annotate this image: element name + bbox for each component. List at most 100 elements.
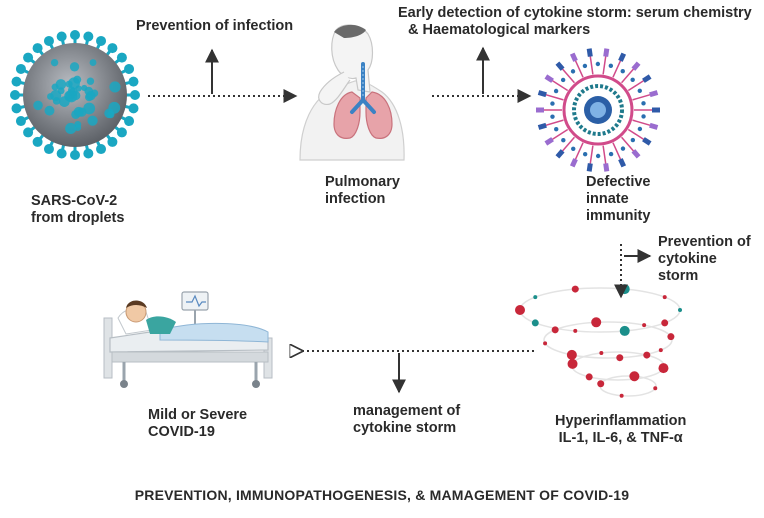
virus-surface-protein [33, 100, 43, 111]
virus-surface-protein [86, 90, 96, 101]
receptor-bead [620, 69, 625, 74]
label-prevention-of-storm-line-1: Prevention of [658, 234, 751, 250]
cytokine-particle [531, 319, 539, 327]
receptor [618, 158, 627, 168]
cytokine-particle [551, 326, 559, 334]
receptor-bead [554, 127, 559, 132]
receptor-bead [630, 77, 635, 82]
label-management-line-2: cytokine storm [353, 420, 457, 436]
receptor-bead [560, 77, 566, 83]
patient-bed-illustration [103, 291, 273, 388]
virus-spike-head [83, 148, 94, 159]
receptor-bead [550, 101, 555, 106]
virus-spike-head [83, 31, 94, 42]
virus-surface-protein [65, 122, 77, 135]
receptor [569, 158, 578, 168]
cytokine-particles [515, 284, 682, 398]
cytokine-particle [667, 333, 675, 341]
virus-spike-head [70, 30, 80, 40]
label-pulmonary-line-1: Pulmonary [325, 174, 400, 190]
cytokine-particle [661, 319, 669, 327]
label-early-detection: Early detection of cytokine storm: serum… [398, 5, 752, 39]
virus-surface-protein [44, 105, 55, 116]
virus-spike-head [23, 127, 34, 138]
pulmonary-illustration [299, 24, 405, 161]
receptor-bead [641, 114, 646, 119]
virus-spike-head [124, 63, 135, 74]
virus-spike-head [128, 76, 139, 87]
cytokine-particle [591, 317, 602, 328]
label-virus-line-1: SARS-CoV-2 [31, 193, 118, 209]
label-immunity-line-1: Defective [586, 174, 651, 190]
virus-spike-head [70, 150, 80, 160]
cytokine-particle [629, 371, 640, 382]
virus-spike-head [56, 148, 67, 159]
label-prevention-of-storm-line-2: cytokine [658, 251, 717, 267]
receptor [652, 107, 660, 113]
receptor-bead [550, 114, 555, 119]
receptor-bead [561, 138, 566, 143]
receptor [618, 52, 627, 62]
virus-surface-protein [50, 58, 59, 67]
virus-spike-head [15, 116, 26, 127]
label-hyperinflammation-line-2: IL-1, IL-6, & TNF-α [558, 430, 683, 446]
label-hyperinflammation-line-1: Hyperinflammation [555, 413, 687, 429]
receptor-bead [608, 63, 614, 69]
cytokine-particle [616, 354, 624, 362]
virus-spike-head [43, 144, 54, 155]
virus-spike-head [116, 127, 127, 138]
virus-surface-protein [89, 59, 97, 67]
virus-spike-head [11, 103, 22, 114]
cytokine-particle [643, 351, 651, 359]
virus-surface-protein [69, 62, 80, 72]
virus-spike-head [124, 116, 135, 127]
virus-spike-head [107, 43, 118, 54]
figure-title: PREVENTION, IMMUNOPATHOGENESIS, & MAMAGE… [134, 487, 630, 503]
virus-spike-head [56, 31, 67, 42]
virus-surface-protein [107, 110, 115, 119]
receptor-bead [641, 101, 646, 106]
label-prevention-of-infection: Prevention of infection [136, 18, 294, 34]
immune-receptors [536, 48, 660, 172]
cytokine-particle [567, 358, 578, 369]
cytokine-particle [619, 393, 624, 398]
cytokine-particle [642, 323, 647, 328]
cytokine-particle [653, 386, 658, 391]
label-immunity-line-2: innate [586, 191, 629, 207]
virus-surface-spikes [33, 58, 121, 135]
receptor-bead [582, 63, 588, 69]
label-pulmonary: Pulmonary infection [325, 174, 400, 208]
receptor [537, 90, 547, 98]
cytokine-particle [662, 295, 667, 300]
virus-illustration [10, 30, 140, 160]
receptor [603, 163, 610, 172]
cytokine-particle [599, 350, 604, 355]
cytokine-particle [619, 325, 630, 336]
virus-surface-protein [86, 77, 95, 85]
virus-spike-head [15, 63, 26, 74]
cytokine-particle [573, 328, 578, 333]
virus-spike-head [130, 90, 140, 100]
label-management-line-1: management of [353, 403, 461, 419]
cytokine-particle [571, 285, 579, 293]
virus-spike-head [43, 35, 54, 46]
receptor [649, 90, 659, 98]
cytokine-particle [658, 348, 663, 353]
receptor-bead [630, 137, 636, 143]
receptor [555, 149, 565, 159]
cytokine-particle [658, 363, 669, 374]
receptor-bead [571, 146, 576, 151]
immune-cell-illustration [536, 48, 660, 172]
receptor-bead [553, 88, 559, 94]
receptor-bead [637, 126, 643, 132]
label-prevention-of-storm-line-3: storm [658, 268, 699, 284]
virus-surface-protein [87, 115, 98, 126]
receptor [631, 149, 641, 159]
label-patient-line-1: Mild or Severe [148, 407, 248, 423]
receptor [537, 122, 547, 130]
receptor [649, 122, 659, 130]
receptor [642, 74, 652, 83]
receptor [544, 74, 554, 83]
cytokine-particle [515, 305, 525, 315]
